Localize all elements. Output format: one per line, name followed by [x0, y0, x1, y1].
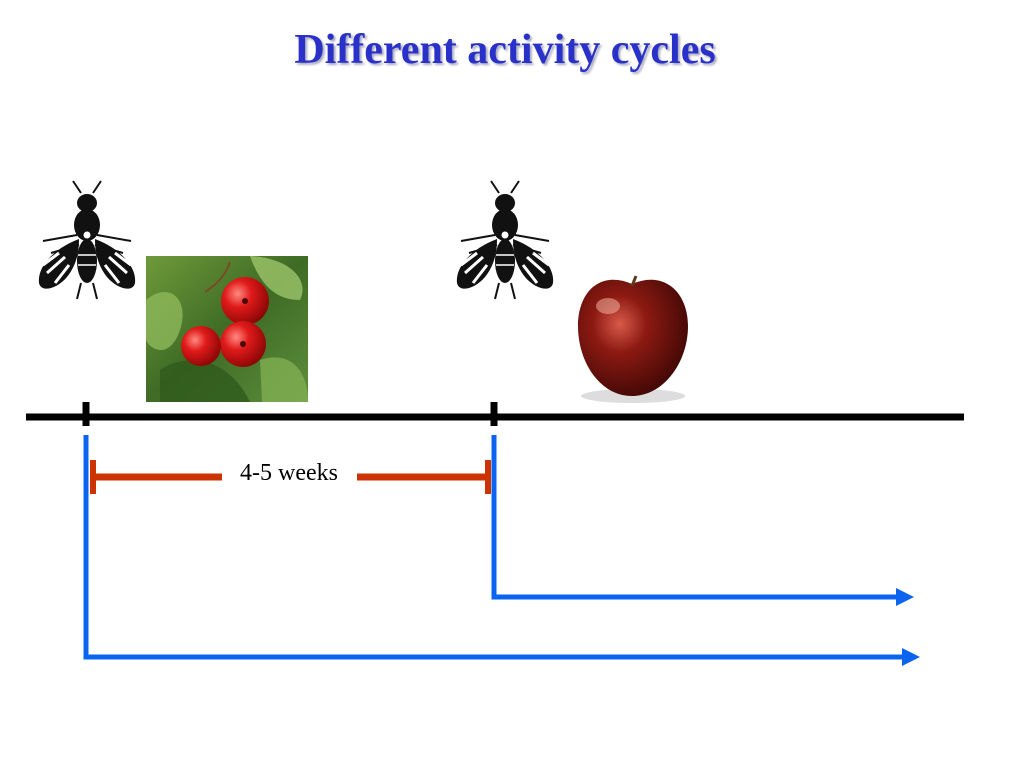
interval-bracket: [90, 460, 491, 494]
slide-title: Different activity cycles: [294, 27, 716, 73]
interval-label: 4-5 weeks: [222, 460, 356, 487]
activity-arrow-first-cycle: [83, 435, 920, 666]
fly-left-icon: [37, 179, 137, 301]
fly-right-icon: [455, 179, 555, 301]
activity-arrow-second-cycle: [491, 435, 914, 606]
hawthorn-berries-icon: [146, 256, 308, 402]
apple-icon: [578, 275, 688, 403]
